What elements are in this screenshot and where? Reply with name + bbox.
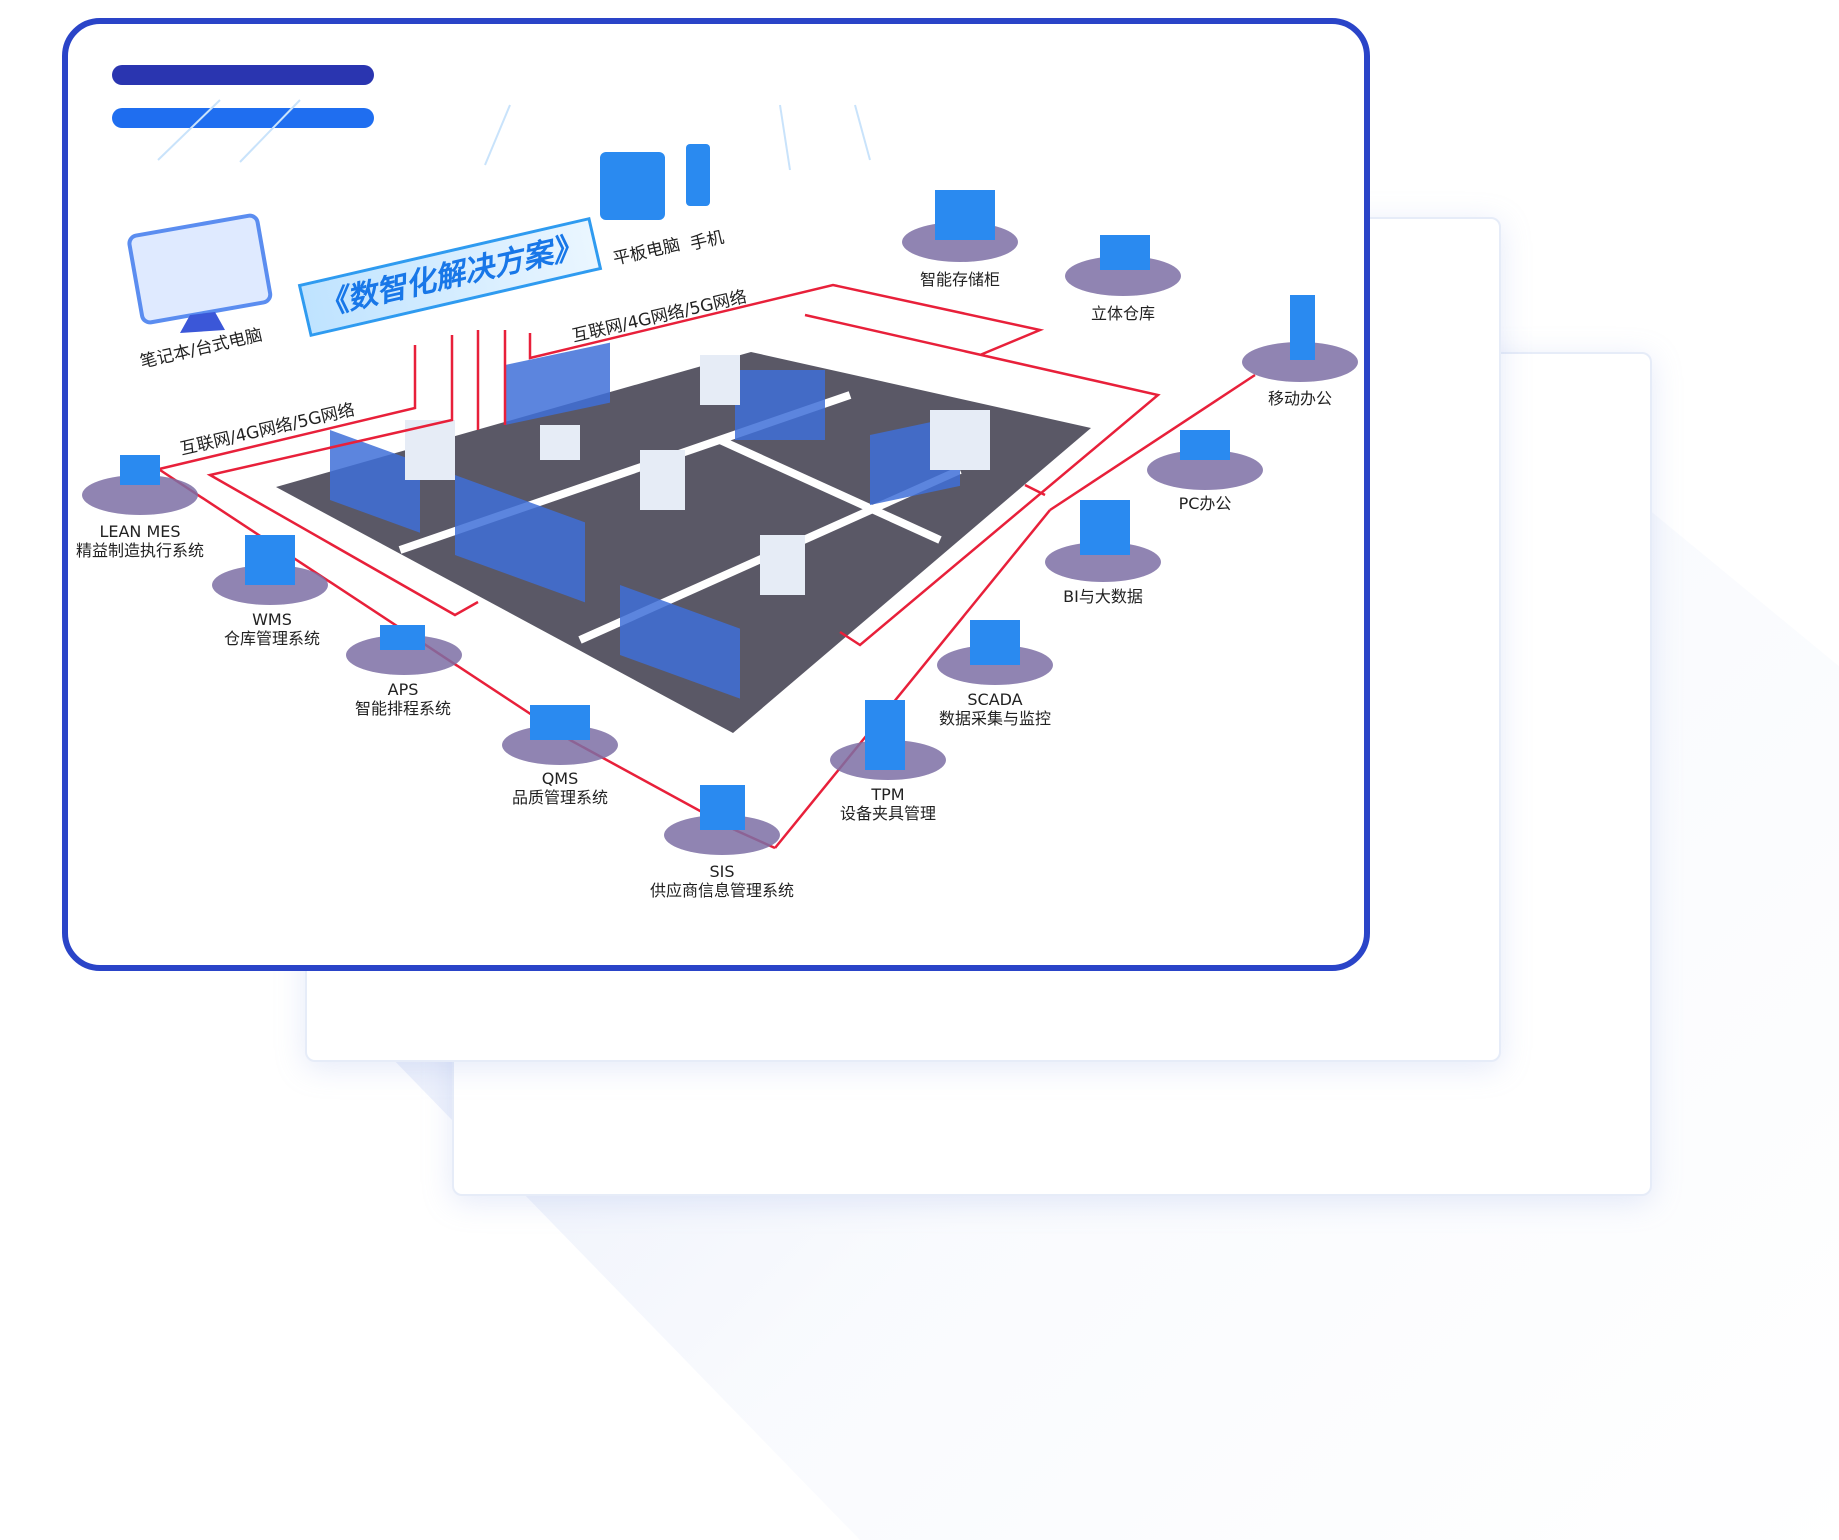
node-name: 仓库管理系统	[223, 629, 321, 648]
diagram	[82, 99, 1358, 855]
node-code: SCADA	[967, 690, 1023, 709]
node-code: LEAN MES	[99, 522, 181, 541]
node-name: PC办公	[1178, 494, 1232, 513]
node-name: 智能存储柜	[919, 270, 1001, 289]
node-code: SIS	[709, 862, 735, 881]
node-bi[interactable]: BI与大数据	[1063, 587, 1143, 606]
node-smart-cabinet[interactable]: 智能存储柜	[920, 270, 1000, 289]
title-bar-placeholder	[112, 65, 374, 85]
node-name: 智能排程系统	[354, 699, 452, 718]
node-code: TPM	[871, 785, 905, 804]
node-name: 供应商信息管理系统	[649, 881, 795, 900]
node-name: BI与大数据	[1063, 587, 1143, 606]
node-code: WMS	[252, 610, 292, 629]
node-warehouse[interactable]: 立体仓库	[1091, 304, 1155, 323]
node-name: 设备夹具管理	[839, 804, 937, 823]
node-name: 品质管理系统	[511, 788, 609, 807]
node-name: 立体仓库	[1090, 304, 1156, 323]
node-name: 数据采集与监控	[938, 709, 1052, 728]
node-code: APS	[387, 680, 419, 699]
node-code: QMS	[541, 769, 579, 788]
node-pc-office[interactable]: PC办公	[1179, 494, 1232, 513]
node-name: 移动办公	[1267, 389, 1333, 408]
desktop-monitor-icon	[127, 213, 273, 333]
node-name: 精益制造执行系统	[75, 541, 205, 560]
subtitle-bar-placeholder	[112, 108, 374, 128]
node-mobile-office[interactable]: 移动办公	[1268, 389, 1332, 408]
